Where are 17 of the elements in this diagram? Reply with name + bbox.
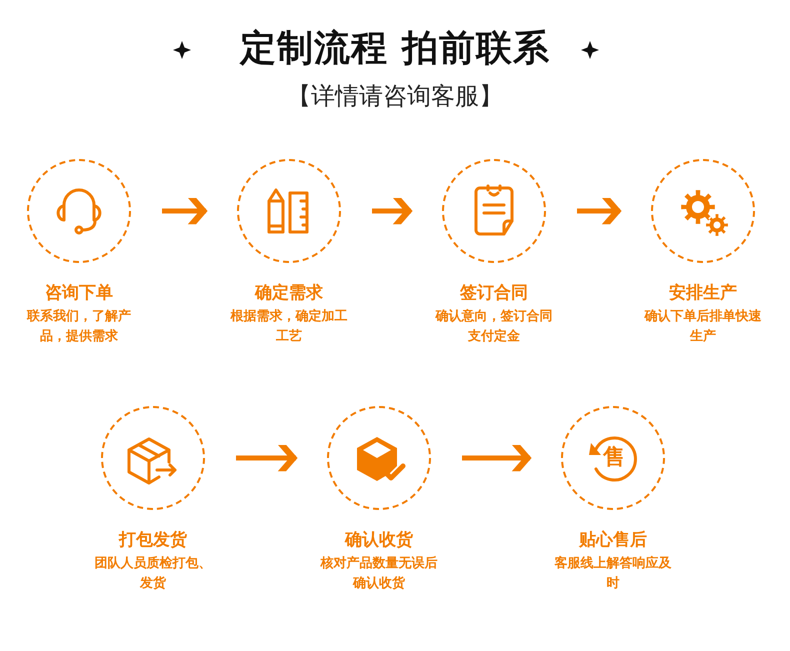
step-description: 客服线上解答响应及时 (554, 554, 672, 593)
step-title: 咨询下单 (45, 282, 113, 304)
step-title: 签订合同 (460, 282, 528, 304)
sale-character: 售 (603, 447, 625, 469)
step-title: 贴心售后 (579, 529, 647, 551)
step-title: 打包发货 (119, 529, 187, 551)
step-description: 核对产品数量无误后确认收货 (319, 554, 438, 593)
step-description: 确认意向，签订合同支付定金 (434, 308, 554, 346)
step-title: 确定需求 (255, 282, 323, 304)
subtitle: 【详情请咨询客服】 (287, 81, 503, 112)
step-description: 联系我们，了解产品，提供需求 (26, 308, 132, 346)
step-title: 安排生产 (669, 282, 737, 304)
step-title: 确认收货 (345, 529, 413, 551)
title: 定制流程 拍前联系 (240, 27, 550, 71)
step-description: 团队人员质检打包、发货 (94, 555, 212, 593)
step-description: 根据需求，确定加工工艺 (229, 308, 348, 346)
step-description: 确认下单后排单快速生产 (643, 308, 762, 346)
